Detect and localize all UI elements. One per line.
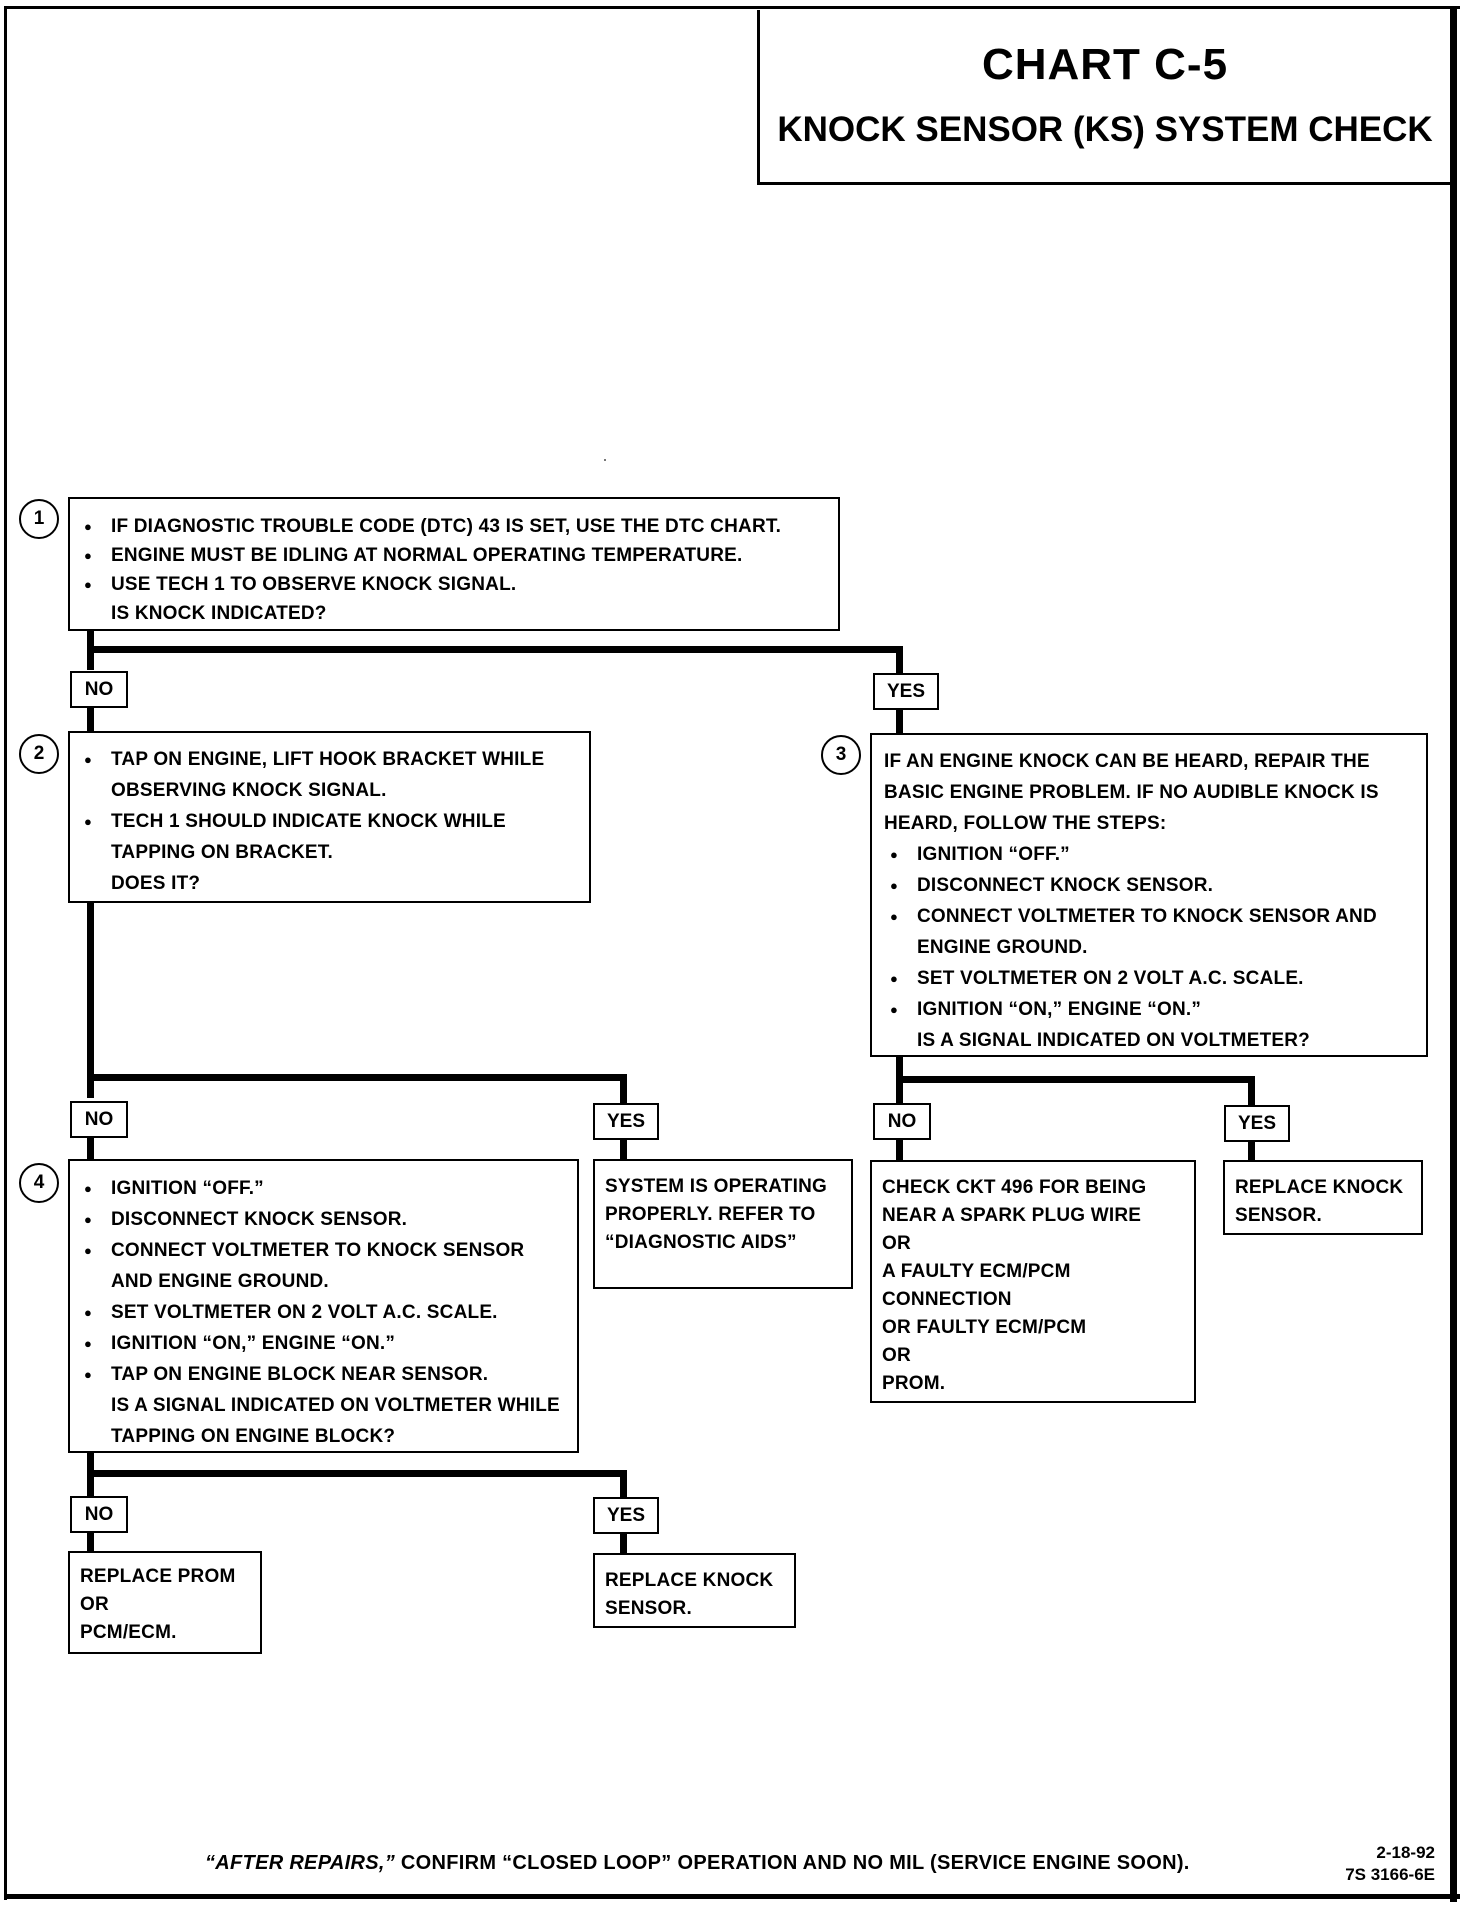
page-frame-left: [4, 6, 7, 1900]
chart-subtitle: KNOCK SENSOR (KS) SYSTEM CHECK: [777, 110, 1433, 149]
step-4-bullet: TAP ON ENGINE BLOCK NEAR SENSOR.: [78, 1359, 569, 1390]
stamp-code: 7S 3166-6E: [1345, 1865, 1435, 1884]
yes-label-step4: YES: [593, 1497, 659, 1534]
connector-2-yes-down: [620, 1074, 627, 1104]
result-check-ckt-line: OR: [882, 1233, 911, 1254]
step-1-bullet: IF DIAGNOSTIC TROUBLE CODE (DTC) 43 IS S…: [78, 512, 830, 541]
connector-no1-to-step2: [87, 705, 94, 733]
step-4-bullet: SET VOLTMETER ON 2 VOLT A.C. SCALE.: [78, 1297, 569, 1328]
no-label-step1: NO: [70, 671, 128, 708]
yes-label-step1: YES: [873, 673, 939, 710]
yes-label-step2: YES: [593, 1103, 659, 1140]
step-3-number: 3: [821, 735, 861, 775]
page-frame-top: [4, 6, 1460, 9]
no-label-step3: NO: [873, 1103, 931, 1140]
step-4-bullet: IGNITION “ON,” ENGINE “ON.”: [78, 1328, 569, 1359]
step-4-bullet: IGNITION “OFF.”: [78, 1173, 569, 1204]
step-1-bullet: ENGINE MUST BE IDLING AT NORMAL OPERATIN…: [78, 541, 830, 570]
result-replace-prom: REPLACE PROM OR PCM/ECM.: [68, 1551, 262, 1654]
step-3-bullet: SET VOLTMETER ON 2 VOLT A.C. SCALE.: [884, 963, 1418, 994]
step-2-number: 2: [19, 734, 59, 774]
stray-dot: [604, 459, 606, 461]
result-check-ckt-line: PROM.: [882, 1373, 946, 1394]
result-check-ckt: CHECK CKT 496 FOR BEING NEAR A SPARK PLU…: [870, 1160, 1196, 1403]
chart-title: CHART C-5: [981, 40, 1229, 89]
step-1-number: 1: [19, 499, 59, 539]
result-replace-prom-line: REPLACE PROM: [80, 1566, 236, 1587]
step-4-box: IGNITION “OFF.” DISCONNECT KNOCK SENSOR.…: [68, 1159, 579, 1453]
page-frame-right: [1450, 6, 1457, 1902]
step-3-bullet: CONNECT VOLTMETER TO KNOCK SENSOR AND EN…: [884, 901, 1418, 963]
connector-4-horizontal: [87, 1470, 627, 1477]
step-4-question: IS A SIGNAL INDICATED ON VOLTMETER WHILE…: [111, 1395, 560, 1447]
step-2-bullet: TAP ON ENGINE, LIFT HOOK BRACKET WHILE O…: [78, 744, 581, 806]
yes-label-step3: YES: [1224, 1105, 1290, 1142]
no-label-step2: NO: [70, 1101, 128, 1138]
step-3-box: IF AN ENGINE KNOCK CAN BE HEARD, REPAIR …: [870, 733, 1428, 1057]
connector-no3-to-result: [896, 1138, 903, 1162]
step-3-bullet: IGNITION “OFF.”: [884, 839, 1418, 870]
footer-text: CONFIRM “CLOSED LOOP” OPERATION AND NO M…: [395, 1852, 1190, 1874]
step-3-bullet: DISCONNECT KNOCK SENSOR.: [884, 870, 1418, 901]
step-4-number: 4: [19, 1163, 59, 1203]
step-1-bullets: IF DIAGNOSTIC TROUBLE CODE (DTC) 43 IS S…: [78, 512, 830, 599]
page-frame-bottom: [4, 1894, 1460, 1899]
step-4-bullet: DISCONNECT KNOCK SENSOR.: [78, 1204, 569, 1235]
result-check-ckt-line: A FAULTY ECM/PCM: [882, 1261, 1071, 1282]
step-4-bullets: IGNITION “OFF.” DISCONNECT KNOCK SENSOR.…: [78, 1173, 569, 1390]
connector-3-yes-down: [1248, 1076, 1255, 1106]
step-4-bullet: CONNECT VOLTMETER TO KNOCK SENSOR AND EN…: [78, 1235, 569, 1297]
step-2-question: DOES IT?: [111, 873, 201, 894]
title-box: CHART C-5 KNOCK SENSOR (KS) SYSTEM CHECK: [757, 10, 1450, 185]
no-label-step4: NO: [70, 1496, 128, 1533]
connector-no2-to-step4: [87, 1136, 94, 1160]
result-check-ckt-line: NEAR A SPARK PLUG WIRE: [882, 1205, 1142, 1226]
step-2-bullets: TAP ON ENGINE, LIFT HOOK BRACKET WHILE O…: [78, 744, 581, 868]
connector-yes2-to-result: [620, 1138, 627, 1162]
step-1-question: IS KNOCK INDICATED?: [111, 603, 327, 624]
connector-2-horizontal: [87, 1074, 627, 1081]
connector-1-yes-down: [896, 646, 903, 674]
result-replace-prom-line: OR: [80, 1594, 109, 1615]
step-2-bullet: TECH 1 SHOULD INDICATE KNOCK WHILE TAPPI…: [78, 806, 581, 868]
result-check-ckt-line: OR FAULTY ECM/PCM: [882, 1317, 1087, 1338]
step-1-bullet: USE TECH 1 TO OBSERVE KNOCK SIGNAL.: [78, 570, 830, 599]
step-3-question: IS A SIGNAL INDICATED ON VOLTMETER?: [917, 1030, 1310, 1051]
document-stamp: 2-18-92 7S 3166-6E: [1300, 1842, 1435, 1886]
result-check-ckt-line: CHECK CKT 496 FOR BEING: [882, 1177, 1147, 1198]
result-replace-sensor-3: REPLACE KNOCK SENSOR.: [1223, 1160, 1423, 1235]
result-replace-sensor-4: REPLACE KNOCK SENSOR.: [593, 1553, 796, 1628]
footer-italic: “AFTER REPAIRS,”: [205, 1852, 395, 1874]
footer-note: “AFTER REPAIRS,” CONFIRM “CLOSED LOOP” O…: [205, 1852, 1190, 1875]
connector-3-horizontal: [896, 1076, 1254, 1083]
result-check-ckt-line: OR: [882, 1345, 911, 1366]
result-check-ckt-line: CONNECTION: [882, 1289, 1012, 1310]
connector-yes3-to-result: [1248, 1140, 1255, 1162]
step-3-bullet: IGNITION “ON,” ENGINE “ON.”: [884, 994, 1418, 1025]
connector-2-down: [87, 900, 94, 1098]
connector-yes1-to-step3: [896, 708, 903, 736]
step-3-intro: IF AN ENGINE KNOCK CAN BE HEARD, REPAIR …: [884, 751, 1379, 834]
result-system-ok: SYSTEM IS OPERATING PROPERLY. REFER TO “…: [593, 1159, 853, 1289]
step-1-box: IF DIAGNOSTIC TROUBLE CODE (DTC) 43 IS S…: [68, 497, 840, 631]
connector-yes4-to-result: [620, 1532, 627, 1554]
connector-1-horizontal: [87, 646, 903, 653]
stamp-date: 2-18-92: [1376, 1843, 1435, 1862]
connector-no4-to-result: [87, 1530, 94, 1552]
result-replace-prom-line: PCM/ECM.: [80, 1622, 177, 1643]
step-2-box: TAP ON ENGINE, LIFT HOOK BRACKET WHILE O…: [68, 731, 591, 903]
step-3-bullets: IGNITION “OFF.” DISCONNECT KNOCK SENSOR.…: [884, 839, 1418, 1025]
connector-4-yes-down: [620, 1470, 627, 1498]
